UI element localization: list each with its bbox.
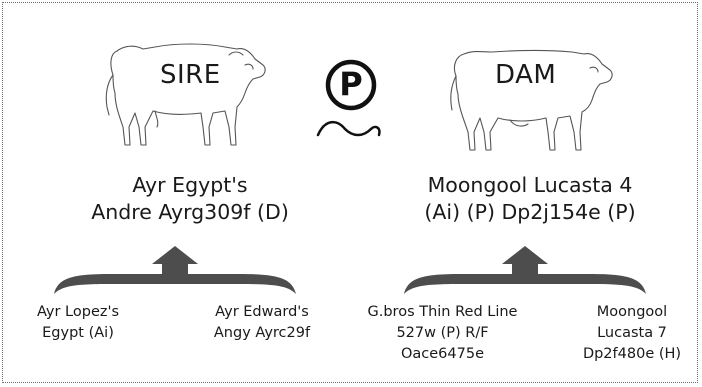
bull-outline-image — [105, 43, 266, 146]
dam-name: Moongool Lucasta 4 (Ai) (P) Dp2j154e (P) — [405, 172, 655, 226]
sire-parent-2-line1: Ayr Edward's — [215, 304, 309, 320]
dam-parent-1-line1: G.bros Thin Red Line — [367, 304, 518, 320]
dam-parent-2: Moongool Lucasta 7 Dp2f480e (H) — [572, 302, 692, 365]
sire-parent-brace — [54, 246, 296, 294]
polled-symbol-letter: P — [339, 65, 363, 103]
sire-parent-2: Ayr Edward's Angy Ayrc29f — [192, 302, 332, 344]
sire-name: Ayr Egypt's Andre Ayrg309f (D) — [70, 172, 310, 226]
dam-parent-1: G.bros Thin Red Line 527w (P) R/F Oace64… — [345, 302, 540, 365]
dam-parent-1-line3: Oace6475e — [400, 346, 484, 362]
dam-parent-2-line3: Dp2f480e (H) — [582, 346, 682, 362]
dam-label: DAM — [495, 60, 557, 90]
dam-parent-2-line1: Moongool — [596, 304, 668, 320]
dam-name-line1: Moongool Lucasta 4 — [427, 173, 633, 197]
dam-parent-1-line2: 527w (P) R/F — [396, 325, 489, 341]
sire-name-line1: Ayr Egypt's — [132, 173, 248, 197]
sire-parent-2-line2: Angy Ayrc29f — [213, 325, 311, 341]
sire-parent-1-line2: Egypt (Ai) — [42, 325, 114, 341]
cow-outline-image — [450, 49, 613, 151]
sire-parent-1: Ayr Lopez's Egypt (Ai) — [18, 302, 138, 344]
sire-label: SIRE — [160, 60, 221, 90]
polled-p-icon — [316, 59, 381, 137]
pedigree-frame — [2, 2, 698, 383]
dam-name-line2: (Ai) (P) Dp2j154e (P) — [424, 200, 636, 224]
sire-parent-1-line1: Ayr Lopez's — [36, 304, 120, 320]
sire-name-line2: Andre Ayrg309f (D) — [91, 200, 289, 224]
dam-parent-2-line2: Lucasta 7 — [597, 325, 667, 341]
dam-parent-brace — [404, 246, 646, 294]
